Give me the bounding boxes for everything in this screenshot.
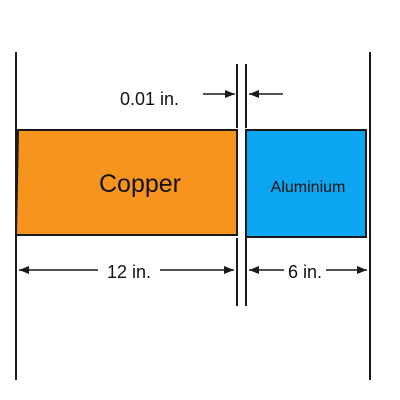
- copper-length-label: 12 in.: [107, 262, 151, 282]
- copper-bar: [14, 129, 238, 236]
- copper-label: Copper: [99, 170, 181, 198]
- aluminium-label: Aluminium: [271, 179, 346, 196]
- aluminium-bar: [245, 129, 367, 238]
- aluminium-length-label: 6 in.: [288, 262, 322, 282]
- gap-label: 0.01 in.: [120, 89, 179, 109]
